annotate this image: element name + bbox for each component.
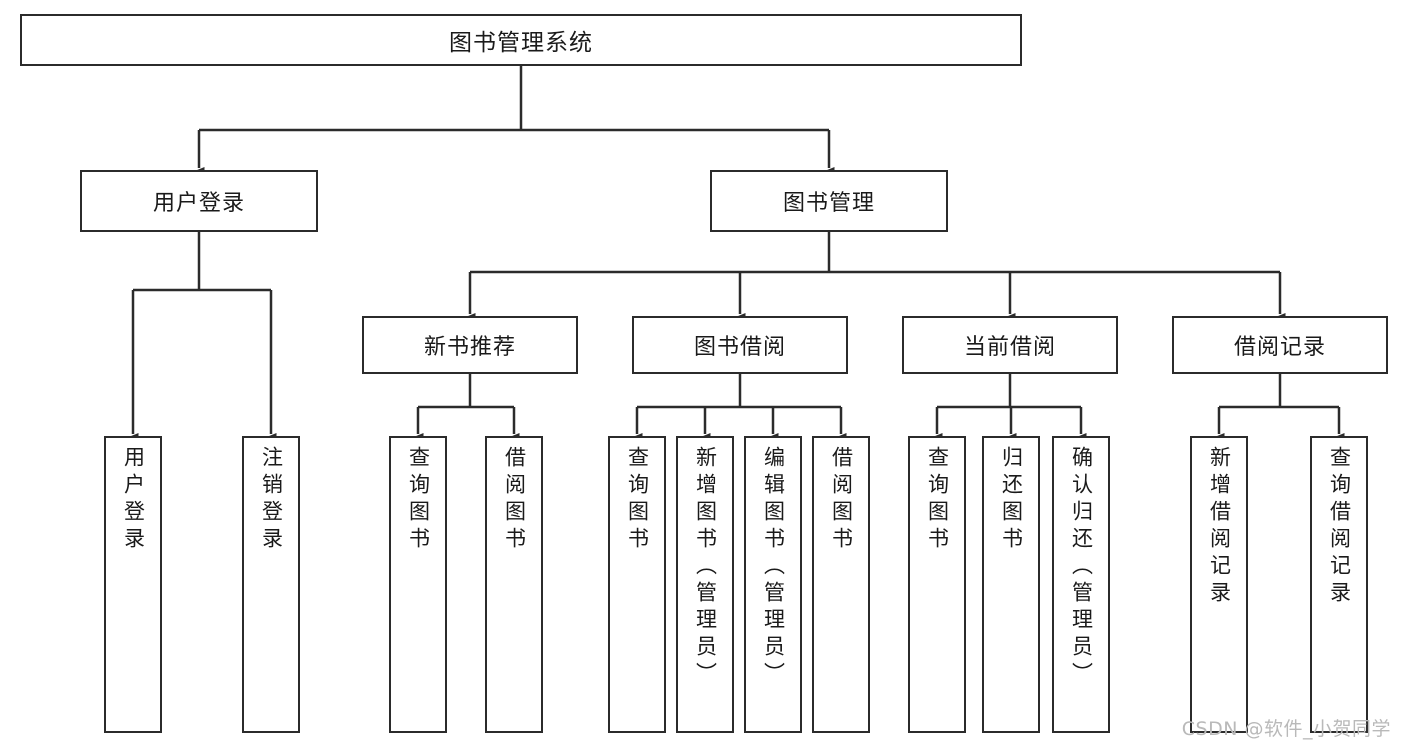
node-new-book-recommend[interactable]: 新书推荐 xyxy=(362,316,578,374)
node-book-manage[interactable]: 图书管理 xyxy=(710,170,948,232)
node-leaf-add-book-label: 新增图书（管理员） xyxy=(693,446,718,689)
node-leaf-add-record-label: 新增借阅记录 xyxy=(1207,446,1232,608)
node-user-login[interactable]: 用户登录 xyxy=(80,170,318,232)
node-leaf-user-login-label: 用户登录 xyxy=(121,446,146,554)
node-leaf-add-book[interactable]: 新增图书（管理员） xyxy=(676,436,734,733)
node-book-manage-label: 图书管理 xyxy=(782,191,875,216)
node-leaf-confirm-return[interactable]: 确认归还（管理员） xyxy=(1052,436,1110,733)
node-leaf-query-book-3[interactable]: 查询图书 xyxy=(908,436,966,733)
node-current-borrow[interactable]: 当前借阅 xyxy=(902,316,1118,374)
node-leaf-return-book[interactable]: 归还图书 xyxy=(982,436,1040,733)
node-leaf-query-book-2-label: 查询图书 xyxy=(625,446,650,554)
node-leaf-borrow-book-2-label: 借阅图书 xyxy=(829,446,854,554)
node-leaf-query-book-3-label: 查询图书 xyxy=(925,446,950,554)
node-borrow-record[interactable]: 借阅记录 xyxy=(1172,316,1388,374)
node-leaf-query-book-1[interactable]: 查询图书 xyxy=(389,436,447,733)
node-leaf-query-book-2[interactable]: 查询图书 xyxy=(608,436,666,733)
node-leaf-borrow-book-1[interactable]: 借阅图书 xyxy=(485,436,543,733)
node-leaf-user-logout-label: 注销登录 xyxy=(259,446,284,554)
node-leaf-user-login[interactable]: 用户登录 xyxy=(104,436,162,733)
node-leaf-query-record[interactable]: 查询借阅记录 xyxy=(1310,436,1368,733)
node-current-borrow-label: 当前借阅 xyxy=(963,335,1056,360)
node-leaf-query-book-1-label: 查询图书 xyxy=(406,446,431,554)
node-book-borrow-label: 图书借阅 xyxy=(693,335,786,360)
node-user-login-label: 用户登录 xyxy=(152,191,245,216)
node-leaf-borrow-book-1-label: 借阅图书 xyxy=(502,446,527,554)
node-book-borrow[interactable]: 图书借阅 xyxy=(632,316,848,374)
node-leaf-borrow-book-2[interactable]: 借阅图书 xyxy=(812,436,870,733)
node-leaf-edit-book[interactable]: 编辑图书（管理员） xyxy=(744,436,802,733)
node-leaf-confirm-return-label: 确认归还（管理员） xyxy=(1069,446,1094,689)
node-root-label: 图书管理系统 xyxy=(449,30,593,56)
node-leaf-user-logout[interactable]: 注销登录 xyxy=(242,436,300,733)
node-leaf-return-book-label: 归还图书 xyxy=(999,446,1024,554)
node-leaf-query-record-label: 查询借阅记录 xyxy=(1327,446,1352,608)
watermark-text: CSDN @软件_小贺同学 xyxy=(1181,718,1391,740)
node-new-book-recommend-label: 新书推荐 xyxy=(423,335,516,360)
node-leaf-edit-book-label: 编辑图书（管理员） xyxy=(761,446,786,689)
node-borrow-record-label: 借阅记录 xyxy=(1233,335,1326,360)
node-leaf-add-record[interactable]: 新增借阅记录 xyxy=(1190,436,1248,733)
node-root[interactable]: 图书管理系统 xyxy=(20,14,1022,66)
